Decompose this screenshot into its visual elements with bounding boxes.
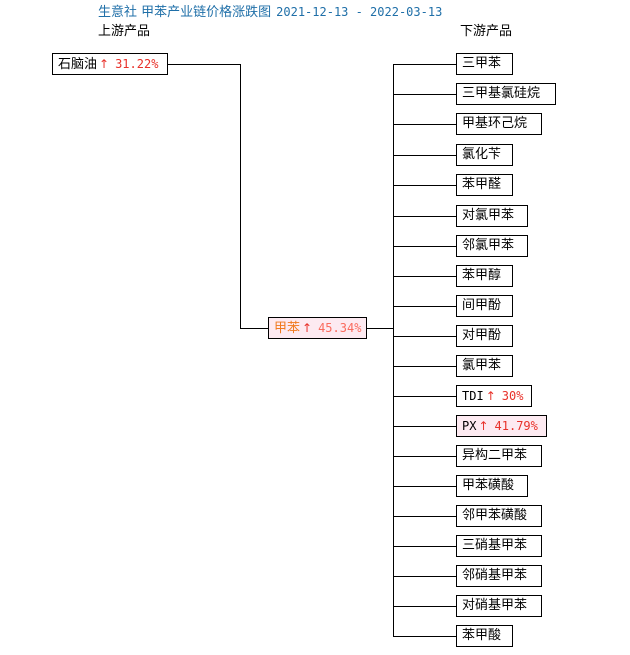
node-label: 对硝基甲苯 [462, 598, 528, 613]
edge-downstream-stub-19 [393, 636, 456, 637]
node-label: 氯甲苯 [462, 358, 502, 373]
arrow-up-icon: ↑ [485, 389, 496, 403]
page-title: 生意社 甲苯产业链价格涨跌图 [98, 5, 272, 20]
edge-downstream-stub-14 [393, 486, 456, 487]
node-label: 甲基环己烷 [462, 116, 528, 131]
edge-downstream-stub-16 [393, 546, 456, 547]
node-label: 三甲苯 [462, 56, 502, 71]
date-range: 2021-12-13 - 2022-03-13 [276, 5, 443, 19]
downstream-node-6[interactable]: 邻氯甲苯 [456, 235, 528, 257]
node-change-value: 41.79% [494, 419, 538, 433]
downstream-node-9[interactable]: 对甲酚 [456, 325, 513, 347]
node-label: 邻硝基甲苯 [462, 568, 528, 583]
edge-downstream-stub-10 [393, 366, 456, 367]
arrow-up-icon: ↑ [478, 419, 489, 433]
downstream-node-13[interactable]: 异构二甲苯 [456, 445, 542, 467]
node-label: PX [462, 419, 477, 433]
node-label: TDI [462, 389, 484, 403]
node-label: 对氯甲苯 [462, 208, 515, 223]
downstream-node-17[interactable]: 邻硝基甲苯 [456, 565, 542, 587]
edge-downstream-stub-6 [393, 246, 456, 247]
downstream-node-3[interactable]: 氯化苄 [456, 144, 513, 166]
node-change-value: 30% [501, 389, 524, 403]
edge-downstream-stub-11 [393, 396, 456, 397]
node-label: 邻甲苯磺酸 [462, 508, 528, 523]
downstream-column-label: 下游产品 [460, 24, 513, 39]
downstream-node-14[interactable]: 甲苯磺酸 [456, 475, 528, 497]
node-label: 甲苯 [274, 321, 301, 336]
node-label: 对甲酚 [462, 328, 502, 343]
node-label: 间甲酚 [462, 298, 502, 313]
downstream-node-4[interactable]: 苯甲醛 [456, 174, 513, 196]
center-node-toluene[interactable]: 甲苯↑ 45.34% [268, 317, 367, 339]
edge-downstream-stub-13 [393, 456, 456, 457]
edge-downstream-stub-17 [393, 576, 456, 577]
node-label: 苯甲酸 [462, 628, 502, 643]
edge-downstream-stub-2 [393, 124, 456, 125]
edge-upstream-bottom-h [240, 328, 268, 329]
downstream-node-12[interactable]: PX↑ 41.79% [456, 415, 547, 437]
node-label: 三硝基甲苯 [462, 538, 528, 553]
downstream-node-1[interactable]: 三甲基氯硅烷 [456, 83, 556, 105]
edge-downstream-stub-18 [393, 606, 456, 607]
edge-downstream-stub-9 [393, 336, 456, 337]
chart-title-row: 生意社 甲苯产业链价格涨跌图 2021-12-13 - 2022-03-13 [98, 4, 442, 21]
node-label: 三甲基氯硅烷 [462, 86, 541, 101]
edge-downstream-stub-8 [393, 306, 456, 307]
node-label: 氯化苄 [462, 147, 502, 162]
downstream-node-19[interactable]: 苯甲酸 [456, 625, 513, 647]
edge-downstream-stub-12 [393, 426, 456, 427]
edge-upstream-top-h [168, 64, 240, 65]
edge-downstream-trunk [393, 64, 394, 636]
upstream-column-label: 上游产品 [98, 24, 151, 39]
downstream-node-11[interactable]: TDI↑ 30% [456, 385, 532, 407]
node-label: 苯甲醇 [462, 268, 502, 283]
edge-downstream-stub-4 [393, 185, 456, 186]
arrow-up-icon: ↑ [99, 57, 110, 71]
edge-downstream-stub-7 [393, 276, 456, 277]
node-label: 邻氯甲苯 [462, 238, 515, 253]
downstream-node-15[interactable]: 邻甲苯磺酸 [456, 505, 542, 527]
downstream-node-8[interactable]: 间甲酚 [456, 295, 513, 317]
downstream-node-0[interactable]: 三甲苯 [456, 53, 513, 75]
edge-downstream-stub-1 [393, 94, 456, 95]
node-change-value: 45.34% [318, 321, 362, 335]
downstream-node-16[interactable]: 三硝基甲苯 [456, 535, 542, 557]
arrow-up-icon: ↑ [302, 321, 313, 335]
downstream-node-5[interactable]: 对氯甲苯 [456, 205, 528, 227]
node-label: 甲苯磺酸 [462, 478, 515, 493]
edge-downstream-stub-0 [393, 64, 456, 65]
edge-downstream-stub-15 [393, 516, 456, 517]
downstream-node-10[interactable]: 氯甲苯 [456, 355, 513, 377]
node-label: 异构二甲苯 [462, 448, 528, 463]
edge-downstream-stub-3 [393, 155, 456, 156]
node-label: 苯甲醛 [462, 177, 502, 192]
upstream-node-0[interactable]: 石脑油↑ 31.22% [52, 53, 168, 75]
downstream-node-18[interactable]: 对硝基甲苯 [456, 595, 542, 617]
downstream-node-2[interactable]: 甲基环己烷 [456, 113, 542, 135]
node-label: 石脑油 [58, 57, 98, 72]
node-change-value: 31.22% [115, 57, 159, 71]
edge-downstream-stub-5 [393, 216, 456, 217]
downstream-node-7[interactable]: 苯甲醇 [456, 265, 513, 287]
edge-upstream-v [240, 64, 241, 328]
edge-center-to-trunk [367, 328, 394, 329]
